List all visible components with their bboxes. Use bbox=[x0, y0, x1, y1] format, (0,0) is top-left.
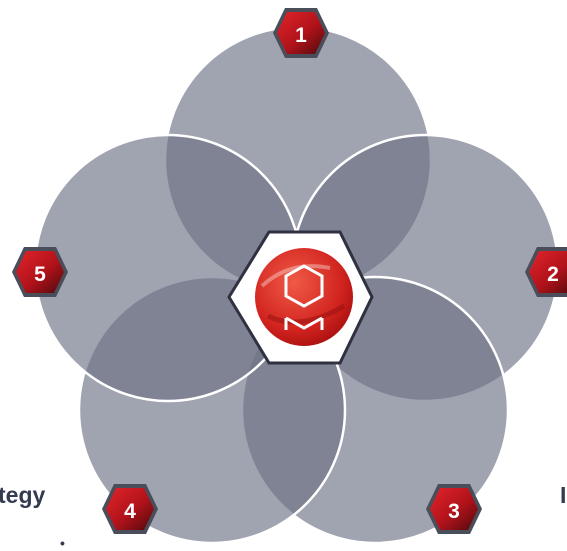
badge-1: 1 bbox=[273, 8, 329, 58]
badge-3-label: 3 bbox=[448, 500, 460, 523]
badge-5: 5 bbox=[12, 247, 68, 297]
badge-5-label: 5 bbox=[34, 263, 46, 286]
hexagon-logo-icon bbox=[255, 248, 353, 346]
badge-3: 3 bbox=[426, 484, 482, 534]
badge-4: 4 bbox=[102, 484, 158, 534]
badge-2-label: 2 bbox=[547, 263, 559, 286]
center-hexagon bbox=[227, 230, 374, 365]
badge-1-label: 1 bbox=[295, 24, 307, 47]
badge-2: 2 bbox=[525, 247, 567, 297]
right-side-heading: I bbox=[560, 482, 567, 508]
left-side-heading: tegy bbox=[0, 482, 46, 508]
badge-4-label: 4 bbox=[124, 500, 136, 523]
left-side-fragment: • bbox=[60, 535, 65, 551]
